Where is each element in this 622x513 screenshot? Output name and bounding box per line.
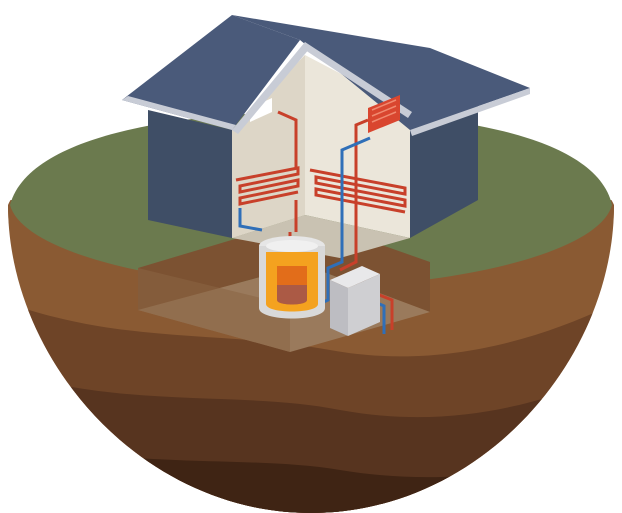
roof-left-edge xyxy=(122,96,236,130)
house xyxy=(122,15,530,258)
pipes xyxy=(238,110,394,334)
hot-pipe-radiator xyxy=(354,118,369,230)
window-light xyxy=(250,98,272,122)
pipe-to-heatpump-hot xyxy=(339,230,358,272)
house-right-outer-wall xyxy=(410,96,478,238)
cold-pipe-return xyxy=(340,136,371,238)
heat-pump-icon xyxy=(330,266,380,336)
water-tank-icon xyxy=(259,236,325,319)
basement-left-wall-shade xyxy=(138,268,290,352)
interior-left-wall xyxy=(232,55,305,238)
underfloor-heating-icon xyxy=(235,166,407,214)
cold-pipe-floor xyxy=(238,208,263,232)
roof-gable-edge-left xyxy=(232,42,310,134)
radiator-icon xyxy=(368,95,400,133)
roof-gable-edge-right xyxy=(302,42,412,118)
interior-floor xyxy=(232,215,410,258)
roof-left xyxy=(122,15,300,130)
roof-right-edge xyxy=(410,88,530,136)
house-left-outer-wall xyxy=(148,110,232,238)
hot-pipe-supply xyxy=(277,110,298,232)
